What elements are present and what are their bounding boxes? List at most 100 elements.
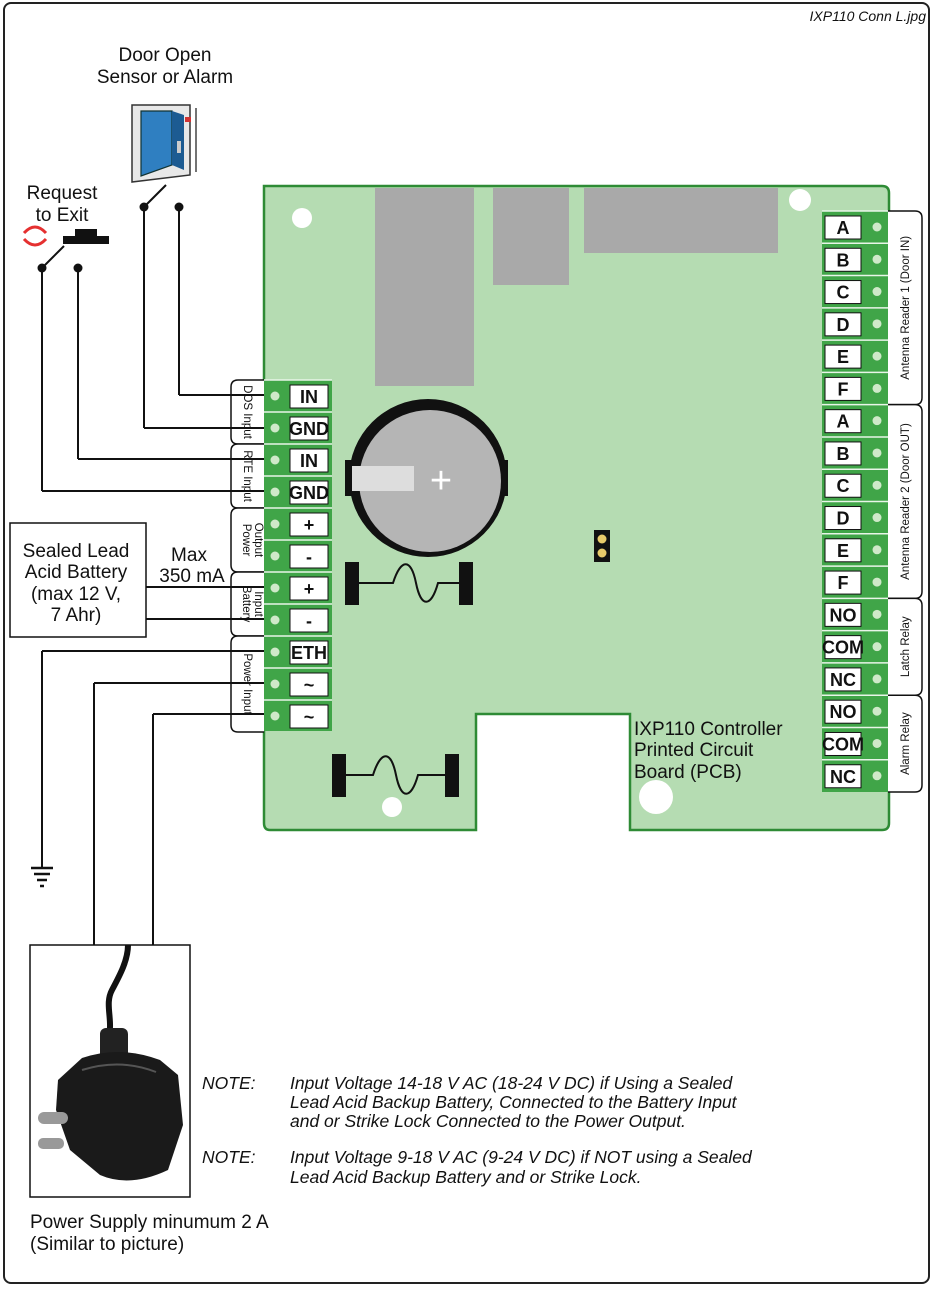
terminal-label-box (824, 538, 862, 563)
terminal-screw (872, 383, 882, 393)
right-terminal-pin: E (837, 347, 849, 367)
controller-label-line3: Board (PCB) (634, 762, 742, 783)
mounting-hole (382, 797, 402, 817)
max-current-label-line1: Max (171, 545, 207, 566)
terminal-screw (872, 738, 882, 748)
pcb-chip-medium (493, 188, 569, 285)
pcb-chip-large (375, 188, 474, 386)
terminal-screw (872, 674, 882, 684)
left-terminal-pin: - (306, 547, 312, 567)
left-terminal-pin: IN (300, 387, 318, 407)
terminal-screw (872, 480, 882, 490)
terminal-screw (270, 583, 280, 593)
right-terminal-pin: D (837, 509, 850, 529)
terminal-screw (270, 423, 280, 433)
terminal-label-box (824, 635, 862, 660)
left-terminal-pin: GND (289, 483, 329, 503)
image-filename-label: IXP110 Conn L.jpg (810, 8, 927, 24)
terminal-screw (872, 448, 882, 458)
terminal-label-box (289, 384, 329, 409)
left-terminal-pin: ~ (304, 675, 315, 695)
terminal-label-box (824, 441, 862, 466)
right-terminal-pin: A (837, 218, 850, 238)
coin-cell-battery: + (345, 399, 508, 557)
left-terminal-pin: ~ (304, 707, 315, 727)
door-sensor-label-line1: Door Open (119, 45, 212, 66)
note-2-line2: Lead Acid Backup Battery and or Strike L… (290, 1167, 642, 1187)
battery-label-line1: Sealed Lead (23, 541, 130, 562)
power-adapter-icon (38, 944, 183, 1181)
terminal-label-box (289, 704, 329, 729)
terminal-screw (270, 455, 280, 465)
battery-label-line3: (max 12 V, (31, 584, 121, 605)
terminal-label-box (289, 576, 329, 601)
terminal-screw (270, 711, 280, 721)
mounting-hole (639, 780, 673, 814)
terminal-label-box (824, 215, 862, 240)
terminal-screw (872, 545, 882, 555)
left-group-label: Battery (240, 586, 252, 623)
right-terminal-pin: F (838, 379, 849, 399)
terminal-label-box (289, 608, 329, 633)
switch-contacts (37, 202, 184, 273)
plus-symbol: + (430, 460, 452, 502)
terminal-label-box (289, 480, 329, 505)
terminal-screw (872, 254, 882, 264)
terminal-label-box (824, 602, 862, 627)
mounting-hole (292, 208, 312, 228)
terminal-label-box (824, 473, 862, 498)
right-group-label: Antenna Reader 1 (Door IN) (900, 236, 912, 380)
diagram-frame (3, 2, 930, 1284)
terminal-label-box (824, 667, 862, 692)
left-terminal-pin: + (304, 515, 315, 535)
right-terminal-pin: COM (822, 734, 864, 754)
terminal-label-box (824, 764, 862, 789)
terminal-screw (872, 706, 882, 716)
right-terminal-pin: COM (822, 638, 864, 658)
right-terminal-pin: NC (830, 767, 856, 787)
left-group-label: Output (252, 523, 264, 558)
terminal-label-box (289, 416, 329, 441)
terminal-label-box (824, 344, 862, 369)
left-terminal-pin: - (306, 611, 312, 631)
right-group-tabs: Antenna Reader 1 (Door IN)Antenna Reader… (888, 210, 923, 793)
fuse-symbol (332, 754, 459, 797)
note-2-line1: Input Voltage 9-18 V AC (9-24 V DC) if N… (290, 1147, 753, 1167)
left-terminal-pin: + (304, 579, 315, 599)
left-terminal-pin: ETH (291, 643, 327, 663)
terminal-screw (270, 519, 280, 529)
terminal-label-box (824, 699, 862, 724)
mounting-hole (789, 189, 811, 211)
battery-box (9, 522, 147, 638)
right-terminal-pin: C (837, 283, 850, 303)
right-terminal-pin: A (837, 412, 850, 432)
left-group-label: RTE Input (241, 450, 253, 502)
note-1-line2: Lead Acid Backup Battery, Connected to t… (290, 1092, 738, 1112)
terminal-label-box (824, 731, 862, 756)
power-supply-label-line2: (Similar to picture) (30, 1234, 184, 1255)
note-1-line1: Input Voltage 14-18 V AC (18-24 V DC) if… (290, 1073, 734, 1093)
terminal-screw (872, 771, 882, 781)
terminal-screw (872, 351, 882, 361)
arrows-icon (22, 225, 48, 247)
note-1-line3: and or Strike Lock Connected to the Powe… (290, 1111, 686, 1131)
terminal-screw (270, 487, 280, 497)
right-terminal-pin: F (838, 573, 849, 593)
note-1-label: NOTE: (202, 1073, 256, 1093)
terminal-screw (872, 416, 882, 426)
battery-label-line4: 7 Ahr) (51, 605, 102, 626)
terminal-screw (872, 222, 882, 232)
terminal-label-box (824, 280, 862, 305)
fuse-symbol (345, 562, 473, 605)
terminal-screw (270, 647, 280, 657)
right-terminal-pin: NO (830, 702, 857, 722)
terminal-label-box (289, 640, 329, 665)
terminal-label-box (289, 512, 329, 537)
power-supply-label-line1: Power Supply minumum 2 A (30, 1212, 269, 1233)
right-terminal-pin: D (837, 315, 850, 335)
terminal-label-box (824, 376, 862, 401)
controller-label-line2: Printed Circuit (634, 740, 754, 761)
